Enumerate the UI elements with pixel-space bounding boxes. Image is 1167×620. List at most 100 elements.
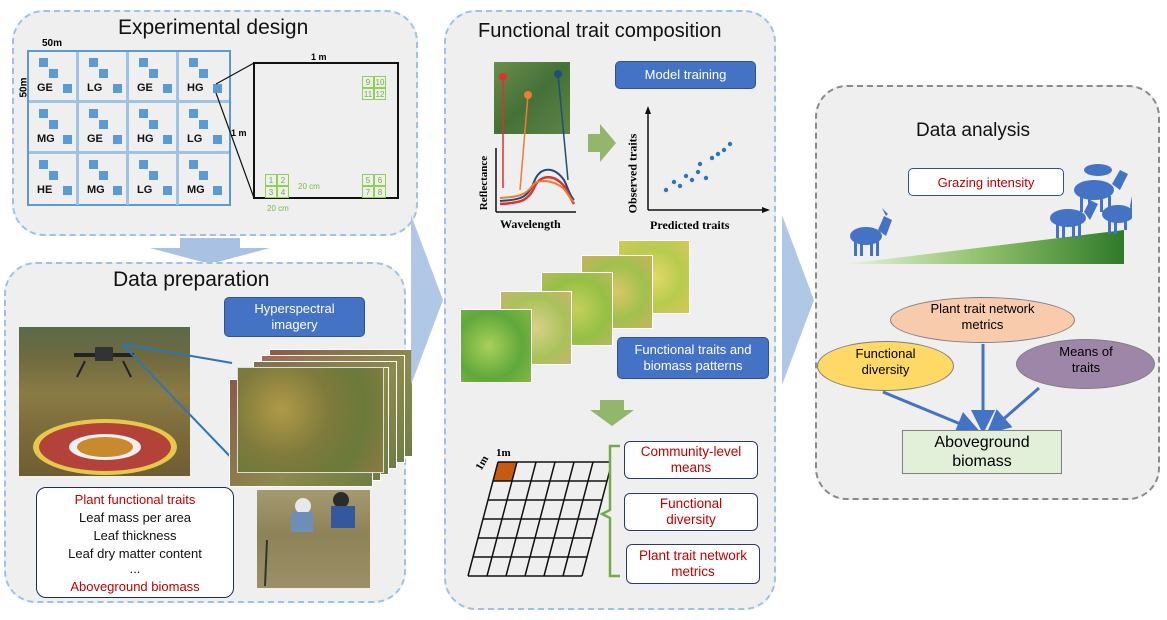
grid-highlight-cell bbox=[493, 462, 517, 481]
camera-footprint-lines bbox=[121, 343, 247, 474]
arrow-right-2 bbox=[782, 215, 814, 385]
trait-scatter-plot bbox=[645, 106, 770, 213]
plot-cell: HG bbox=[129, 103, 179, 154]
quadrat-marker bbox=[189, 160, 198, 169]
grid-line bbox=[562, 461, 594, 577]
quadrat-marker bbox=[89, 58, 98, 67]
plot-cell: HE bbox=[29, 154, 79, 205]
experimental-design-title: Experimental design bbox=[118, 16, 309, 39]
plot-treatment-label: LG bbox=[87, 82, 103, 94]
model-training-label: Model training bbox=[615, 61, 756, 89]
arrow-right-1 bbox=[411, 215, 443, 385]
subplot-size-label-a: 20 cm bbox=[298, 182, 320, 191]
green-arrow-down bbox=[590, 400, 634, 426]
data-analysis-panel bbox=[815, 85, 1160, 500]
scatter-point bbox=[721, 147, 727, 153]
quadrat-marker bbox=[63, 186, 72, 195]
plot-cell: MG bbox=[79, 154, 129, 205]
quadrat-marker bbox=[163, 84, 172, 93]
quadrat-marker bbox=[213, 84, 222, 93]
field-photo-art bbox=[264, 492, 355, 587]
quadrat-marker bbox=[99, 120, 108, 129]
hyperspectral-imagery-label: Hyperspectral imagery bbox=[224, 297, 365, 337]
plot-cell: GE bbox=[29, 52, 79, 103]
subplot-marker: 2 bbox=[277, 174, 289, 186]
functional-diversity-ellipse bbox=[817, 341, 954, 391]
quadrat-marker bbox=[63, 135, 72, 144]
trait-item: Leaf mass per area bbox=[78, 510, 191, 525]
quadrat-marker bbox=[113, 135, 122, 144]
grid-cell-label-top: 1m bbox=[496, 447, 511, 459]
means-of-traits-ellipse bbox=[1016, 339, 1155, 389]
quadrat-marker bbox=[139, 109, 148, 118]
plot-treatment-label: GE bbox=[37, 82, 53, 94]
quadrat-marker bbox=[49, 171, 58, 180]
quadrat-zoom-diagram bbox=[215, 62, 399, 199]
quadrat-marker bbox=[163, 186, 172, 195]
scatter-point bbox=[697, 161, 703, 167]
plot-treatment-label: GE bbox=[137, 82, 153, 94]
goat-herd-icon-high bbox=[1050, 164, 1132, 238]
quadrat-marker bbox=[139, 58, 148, 67]
quadrat-marker bbox=[149, 171, 158, 180]
scatter-xlabel: Predicted traits bbox=[650, 218, 730, 232]
analysis-arrows bbox=[882, 344, 1040, 435]
plot-size-x-label: 50m bbox=[42, 38, 63, 49]
trait-item: ... bbox=[129, 561, 141, 576]
plot-treatment-label: HE bbox=[37, 184, 53, 196]
quadrat-marker bbox=[39, 58, 48, 67]
scatter-point bbox=[689, 177, 695, 183]
quadrat-marker bbox=[163, 135, 172, 144]
green-arrow-right bbox=[588, 124, 616, 162]
plot-treatment-label: MG bbox=[37, 133, 55, 145]
quadrat-size-left-label: 1 m bbox=[231, 128, 247, 138]
grazing-intensity-label: Grazing intensity bbox=[908, 168, 1064, 196]
scatter-ylabel: Observed traits bbox=[625, 133, 640, 214]
scatter-point bbox=[677, 183, 683, 189]
scatter-point bbox=[703, 175, 709, 181]
subplot-marker: 3 bbox=[265, 186, 277, 198]
subplot-marker: 6 bbox=[374, 174, 386, 186]
quadrat-marker bbox=[149, 120, 158, 129]
subplot-marker: 4 bbox=[277, 186, 289, 198]
goat-icon-low bbox=[850, 208, 892, 256]
quadrat-marker bbox=[99, 171, 108, 180]
scatter-point bbox=[671, 179, 677, 185]
quadrat-marker bbox=[149, 69, 158, 78]
metric-box-functional-diversity: Functional diversity bbox=[624, 493, 758, 531]
field-sampling-photo bbox=[257, 490, 370, 588]
network-metrics-label: Plant trait network metrics bbox=[930, 301, 1035, 333]
data-analysis-title: Data analysis bbox=[916, 120, 1031, 141]
quadrat-marker bbox=[39, 109, 48, 118]
scatter-point bbox=[715, 151, 721, 157]
quadrat-marker bbox=[113, 186, 122, 195]
quadrat-marker bbox=[89, 160, 98, 169]
plot-treatment-label: LG bbox=[187, 133, 203, 145]
aboveground-biomass-label: Aboveground biomass bbox=[70, 579, 200, 594]
subplot-marker: 8 bbox=[374, 186, 386, 198]
quadrat-marker bbox=[213, 186, 222, 195]
means-of-traits-label: Means of traits bbox=[1059, 344, 1113, 376]
scatter-point bbox=[663, 187, 669, 193]
plot-treatment-label: MG bbox=[187, 184, 205, 196]
subplot-marker: 1 bbox=[265, 174, 277, 186]
grazing-gradient-illustration bbox=[846, 164, 1132, 264]
metrics-bracket bbox=[600, 444, 620, 578]
quadrat-marker bbox=[199, 171, 208, 180]
subplot-marker: 11 bbox=[362, 88, 374, 100]
network-metrics-ellipse bbox=[890, 297, 1075, 343]
functional-diversity-label: Functional diversity bbox=[855, 346, 916, 378]
quadrat-marker bbox=[39, 160, 48, 169]
subplot-marker: 7 bbox=[362, 186, 374, 198]
data-preparation-title: Data preparation bbox=[113, 268, 270, 291]
scatter-point bbox=[695, 169, 701, 175]
plot-treatment-label: HG bbox=[137, 133, 154, 145]
plot-treatment-label: LG bbox=[137, 184, 153, 196]
spectra-figure bbox=[494, 62, 576, 213]
quadrat-marker bbox=[213, 135, 222, 144]
plant-traits-heading: Plant functional traits bbox=[74, 492, 196, 507]
quadrat-marker bbox=[199, 69, 208, 78]
scatter-point bbox=[683, 173, 689, 179]
hyperspectral-top-image bbox=[237, 367, 384, 473]
